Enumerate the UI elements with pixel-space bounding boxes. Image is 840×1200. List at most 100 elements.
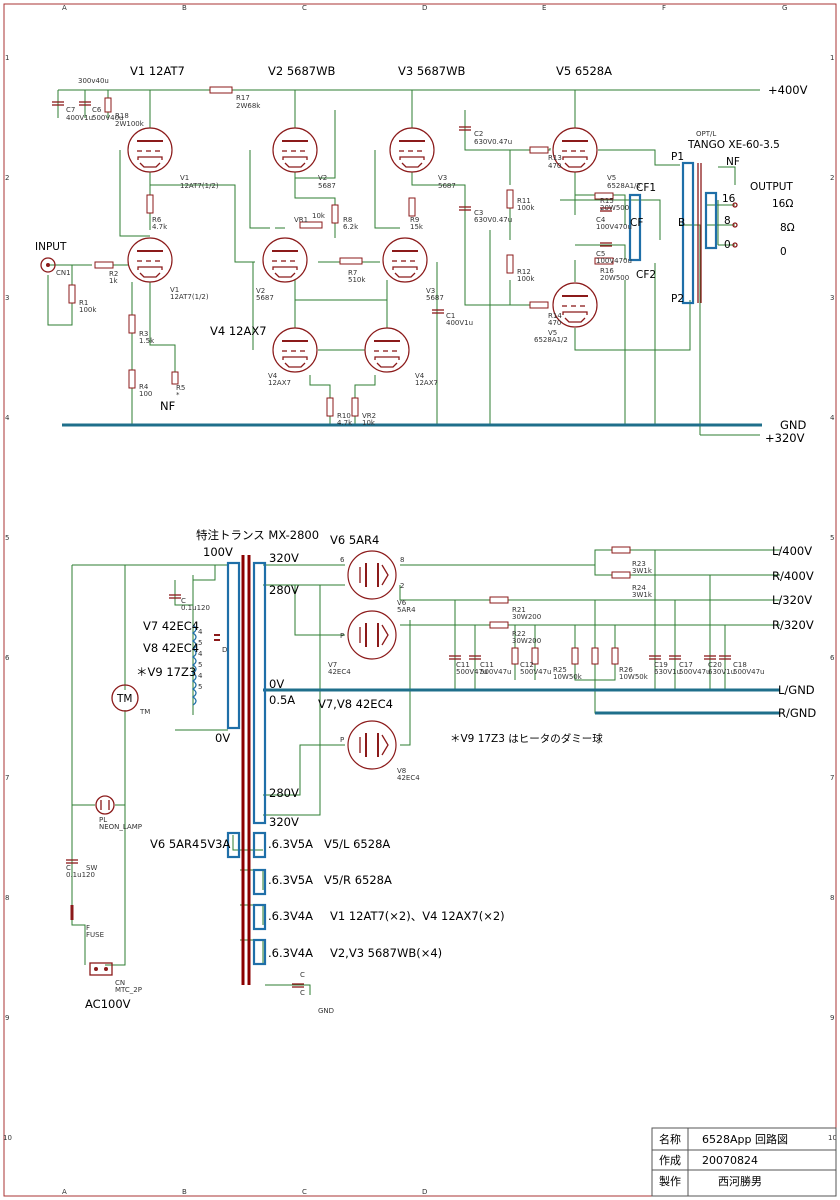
cf2-label: CF2 — [636, 269, 656, 281]
v1-title: V1 12AT7 — [130, 64, 185, 78]
part-label: VR2 — [362, 412, 376, 420]
part-label: V5 — [607, 174, 616, 182]
part-label: 500V47u — [480, 668, 512, 676]
part-label: C3 — [474, 209, 483, 217]
part-label: 100k — [517, 275, 535, 283]
part-label: 0.1u120 — [66, 871, 95, 879]
grid-row-5-right: 5 — [830, 534, 834, 542]
part-label: 2W100k — [115, 120, 145, 128]
part-label: 10W50k — [553, 673, 583, 681]
grid-col-d-bottom: D — [422, 1188, 427, 1196]
winding-8: 8 — [724, 215, 731, 227]
part-label: V1 — [170, 286, 179, 294]
part-label: C18 — [733, 661, 747, 669]
part-label: 630V0.47u — [474, 216, 512, 224]
psu-passives — [66, 546, 731, 988]
part-label: 4 — [198, 650, 203, 658]
part-label: 30W200 — [512, 613, 541, 621]
part-label: 4.7k — [337, 419, 353, 427]
psu-wiring — [71, 549, 780, 995]
sec-280v-top: 280V — [269, 583, 299, 597]
part-label: R15 — [600, 197, 614, 205]
tap-8-label: 8Ω — [780, 222, 795, 234]
part-label: V6 — [397, 599, 407, 607]
part-label: 630V0.47u — [474, 138, 512, 146]
part-label: R22 — [512, 630, 526, 638]
title-date-value: 20070824 — [702, 1154, 758, 1167]
part-label: 100k — [517, 204, 535, 212]
tube-v4-left — [272, 327, 318, 373]
grid-row-5: 5 — [5, 534, 9, 542]
grid-row-6-right: 6 — [830, 654, 835, 662]
output-label: OUTPUT — [750, 181, 793, 193]
part-label: R21 — [512, 606, 526, 614]
grid-letters-top: A B C D E F G — [62, 4, 787, 12]
part-label: 400V1u — [66, 114, 93, 122]
part-label: CN — [115, 979, 125, 987]
grid-numbers-right: 1 2 3 4 5 6 7 8 9 10 — [828, 54, 837, 1142]
winding-0: 0 — [724, 239, 731, 251]
part-label: 5687 — [318, 182, 336, 190]
p2-label: P2 — [671, 293, 684, 305]
title-author-value: 西河勝男 — [718, 1174, 762, 1188]
timer-motor: TM — [111, 684, 139, 712]
out-r400v: R/400V — [772, 569, 814, 583]
grid-letters-bottom: A B C D — [62, 1188, 427, 1196]
v78-title: V7,V8 42EC4 — [318, 697, 393, 711]
sec-320v-top: 320V — [269, 551, 299, 565]
part-label: C19 — [654, 661, 668, 669]
part-label: 5AR4 — [397, 606, 416, 614]
heater-4-load: V2,V3 5687WB(×4) — [330, 946, 442, 960]
part-label: 10W50k — [619, 673, 649, 681]
out-lgnd: L/GND — [778, 683, 815, 697]
heater-chain — [191, 624, 197, 706]
part-label: 4 — [198, 628, 203, 636]
tube-v8 — [347, 720, 397, 770]
part-label: R14 — [548, 312, 562, 320]
part-label: 6 — [340, 556, 345, 564]
v9-note: ＊V9 17Z3 はヒータのダミー球 — [450, 732, 603, 745]
part-label: C12 — [520, 661, 534, 669]
nf-tap-label: NF — [726, 156, 740, 168]
grid-row-9-right: 9 — [830, 1014, 834, 1022]
part-label: 0.1u120 — [181, 604, 210, 612]
part-label: C17 — [679, 661, 693, 669]
part-label: R13 — [548, 154, 562, 162]
grid-col-g: G — [782, 4, 787, 12]
part-label: 1.5k — [139, 337, 155, 345]
part-label: SW — [86, 864, 97, 872]
part-label: 15k — [410, 223, 424, 231]
part-label: C — [300, 971, 305, 979]
part-label: C1 — [446, 312, 455, 320]
part-label: MTC_2P — [115, 986, 142, 994]
grid-row-3-right: 3 — [830, 294, 834, 302]
part-label: 4.7k — [152, 223, 168, 231]
out-rgnd: R/GND — [778, 706, 816, 720]
part-label: C20 — [708, 661, 722, 669]
title-name-value: 6528App 回路図 — [702, 1133, 788, 1146]
part-label: 12AT7(1/2) — [180, 182, 219, 190]
part-label: 6528A1/2 — [534, 336, 568, 344]
out-l320v: L/320V — [772, 593, 812, 607]
heater-3-rating: .6.3V4A — [268, 909, 313, 923]
part-label: R16 — [600, 267, 614, 275]
b-label: B — [678, 217, 685, 229]
part-label: 12AX7 — [415, 379, 438, 387]
part-label: V2 — [318, 174, 327, 182]
part-label: 630V1u — [708, 668, 735, 676]
v9-heater-label: ＊V9 17Z3 — [136, 665, 196, 679]
part-label: 5 — [198, 639, 202, 647]
psu-part-labels: C 0.1u120 D V6 5AR4 V7 42EC4 R23 3W1k R2… — [66, 556, 765, 1015]
grid-col-b: B — [182, 4, 187, 12]
part-label: V8 — [397, 767, 406, 775]
part-label: * — [176, 391, 180, 399]
part-label: R9 — [410, 216, 419, 224]
tube-v2-lower — [262, 237, 308, 283]
part-label: 5687 — [256, 294, 274, 302]
part-label: GND — [318, 1007, 334, 1015]
part-label: V1 — [180, 174, 189, 182]
sec-320v-bottom: 320V — [269, 815, 299, 829]
part-label: C6 — [92, 106, 102, 114]
tube-v7 — [347, 610, 397, 660]
